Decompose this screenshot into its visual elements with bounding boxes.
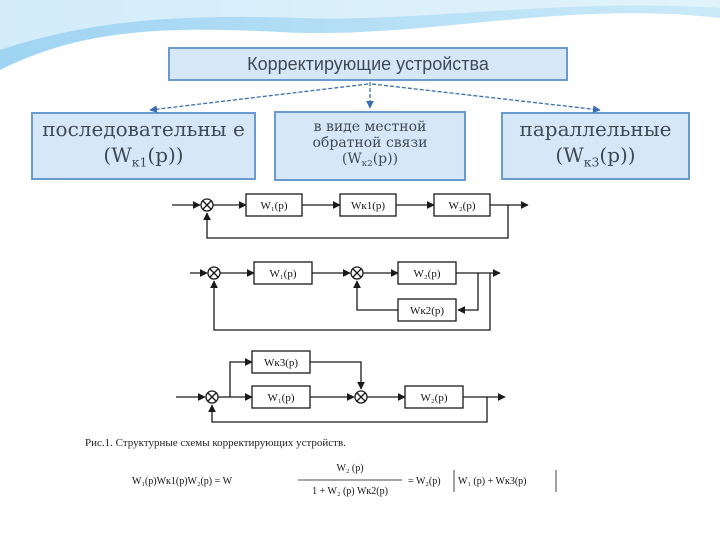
category-parallel: параллельные (Wк3(p)) — [501, 112, 690, 180]
block-label-wk2: Wк2(p) — [410, 305, 444, 317]
category-sequential: последовательны е (Wк1(p)) — [31, 112, 256, 180]
category-local-line2: обратной связи — [312, 135, 428, 152]
category-sequential-tail: (p)) — [147, 143, 184, 168]
block-label-w1: W₁(p) — [267, 392, 294, 404]
category-parallel-sub: к3 — [583, 154, 600, 170]
formula-denominator: 1 + W₂ (p) Wк2(p) — [312, 486, 388, 497]
title-connectors — [149, 82, 601, 114]
page-title: Корректирующие устройства — [168, 47, 568, 81]
block-label-w1: W₁(p) — [269, 268, 296, 280]
transfer-formula: W₁(p)Wк1(p)W₂(p) = W W₂ (p) 1 + W₂ (p) W… — [132, 463, 557, 497]
category-parallel-line2-pre: (W — [555, 143, 584, 168]
diagram-local-feedback — [190, 261, 501, 331]
formula-numerator: W₂ (p) — [336, 463, 363, 474]
diagram-series — [172, 193, 529, 239]
category-local-line3-pre: (W — [341, 151, 362, 168]
block-label-w2: W₂(p) — [413, 268, 440, 280]
category-parallel-line1: параллельные — [519, 117, 672, 142]
diagram-parallel — [176, 350, 506, 423]
block-label-w2: W₂(p) — [420, 392, 447, 404]
block-label-w1: W₁(p) — [260, 200, 287, 212]
formula-mid: = W₂(p) — [408, 476, 441, 487]
category-local-line3-tail: (p)) — [372, 151, 399, 168]
block-label-wk3: Wк3(p) — [264, 357, 298, 369]
figure-caption: Рис.1. Структурные схемы корректирующих … — [85, 437, 346, 449]
category-sequential-sub: к1 — [131, 154, 148, 170]
category-local-line1: в виде местной — [313, 119, 427, 136]
background-wave — [0, 0, 720, 70]
formula-left: W₁(p)Wк1(p)W₂(p) = W — [132, 476, 233, 487]
category-local-sub: к2 — [361, 159, 373, 170]
formula-bracket: W₁ (p) + Wк3(p) — [458, 476, 527, 487]
category-local-feedback: в виде местной обратной связи (Wк2(p)) — [274, 111, 466, 181]
block-label-w2: W₂(p) — [448, 200, 475, 212]
block-label-wk1: Wк1(p) — [351, 200, 385, 212]
category-sequential-text: последовательны е (W — [42, 117, 245, 168]
category-parallel-line2-tail: (p)) — [599, 143, 636, 168]
